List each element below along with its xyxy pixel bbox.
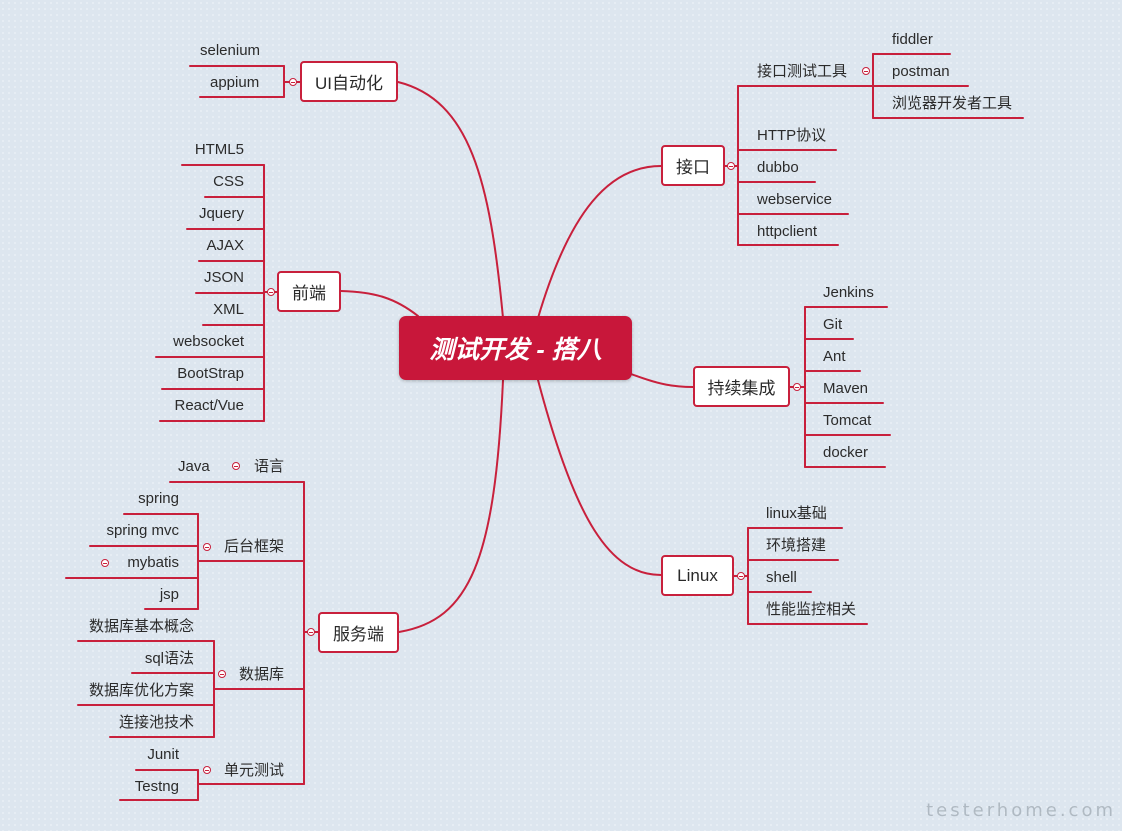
leaf-bootstrap[interactable]: BootStrap [177,365,244,382]
leaf-git[interactable]: Git [823,316,843,333]
leaf-xml[interactable]: XML [213,301,244,318]
collapse-icon[interactable] [737,572,745,580]
leaf-docker[interactable]: docker [823,444,869,461]
collapse-icon[interactable] [289,78,297,86]
leaf-fiddler[interactable]: fiddler [892,31,933,48]
leaf-ajax[interactable]: AJAX [206,237,244,254]
leaf-postman[interactable]: postman [892,63,950,80]
collapse-icon[interactable] [307,628,315,636]
group-language[interactable]: 语言 [254,458,285,475]
collapse-icon[interactable] [862,67,870,75]
node-server[interactable]: 服务端 [318,612,399,653]
watermark-text: testerhome.com [926,800,1116,821]
node-interface[interactable]: 接口 [661,145,725,186]
leaf-junit[interactable]: Junit [147,746,179,763]
leaf-http-protocol[interactable]: HTTP协议 [757,127,827,144]
collapse-icon[interactable] [793,383,801,391]
leaf-browser-devtools[interactable]: 浏览器开发者工具 [892,95,1013,112]
leaf-testng[interactable]: Testng [134,778,179,795]
group-database[interactable]: 数据库 [239,666,285,683]
root-node[interactable]: 测试开发 - 搭八 [399,316,632,380]
leaf-jquery[interactable]: Jquery [198,205,244,222]
leaf-jenkins[interactable]: Jenkins [823,284,874,301]
node-linux[interactable]: Linux [661,555,734,596]
leaf-jsp[interactable]: jsp [159,586,179,603]
leaf-websocket[interactable]: websocket [173,333,244,350]
leaf-performance-monitoring[interactable]: 性能监控相关 [766,601,857,618]
leaf-json[interactable]: JSON [203,269,244,286]
leaf-sql-syntax[interactable]: sql语法 [144,650,194,667]
leaf-appium[interactable]: appium [210,74,260,91]
leaf-connection-pool[interactable]: 连接池技术 [118,714,194,731]
leaf-html5[interactable]: HTML5 [194,141,244,158]
leaf-env-setup[interactable]: 环境搭建 [766,537,827,554]
group-backend-framework[interactable]: 后台框架 [224,538,285,555]
leaf-selenium[interactable]: selenium [200,42,261,59]
leaf-db-concepts[interactable]: 数据库基本概念 [88,618,194,635]
leaf-maven[interactable]: Maven [823,380,869,397]
leaf-dubbo[interactable]: dubbo [757,159,799,176]
connector-frontend [340,290,419,317]
collapse-icon[interactable] [218,670,226,678]
leaf-shell[interactable]: shell [766,569,797,586]
collapse-icon[interactable] [232,462,240,470]
leaf-linux-basics[interactable]: linux基础 [766,505,827,522]
node-continuous-integration[interactable]: 持续集成 [693,366,790,407]
leaf-java[interactable]: Java [178,458,210,475]
collapse-icon[interactable] [101,559,109,567]
connector-linux [537,379,662,576]
connector-server [398,379,504,633]
leaf-tomcat[interactable]: Tomcat [823,412,872,429]
leaf-mybatis[interactable]: mybatis [127,554,179,571]
connector-interface [537,165,662,319]
leaf-spring-mvc[interactable]: spring mvc [106,522,179,539]
leaf-react-vue[interactable]: React/Vue [174,397,245,414]
connector-ui [397,81,504,319]
leaf-spring[interactable]: spring [138,490,179,507]
collapse-icon[interactable] [267,288,275,296]
group-interface-tools[interactable]: 接口测试工具 [757,63,848,80]
leaf-ant[interactable]: Ant [823,348,846,365]
collapse-icon[interactable] [727,162,735,170]
node-ui-automation[interactable]: UI自动化 [300,61,398,102]
collapse-icon[interactable] [203,766,211,774]
collapse-icon[interactable] [203,543,211,551]
leaf-httpclient[interactable]: httpclient [757,223,818,240]
leaf-db-optimization[interactable]: 数据库优化方案 [88,682,194,699]
leaf-css[interactable]: CSS [213,173,244,190]
group-unit-test[interactable]: 单元测试 [224,762,285,779]
leaf-webservice[interactable]: webservice [757,191,833,208]
connector-ci [630,373,694,388]
node-frontend[interactable]: 前端 [277,271,341,312]
